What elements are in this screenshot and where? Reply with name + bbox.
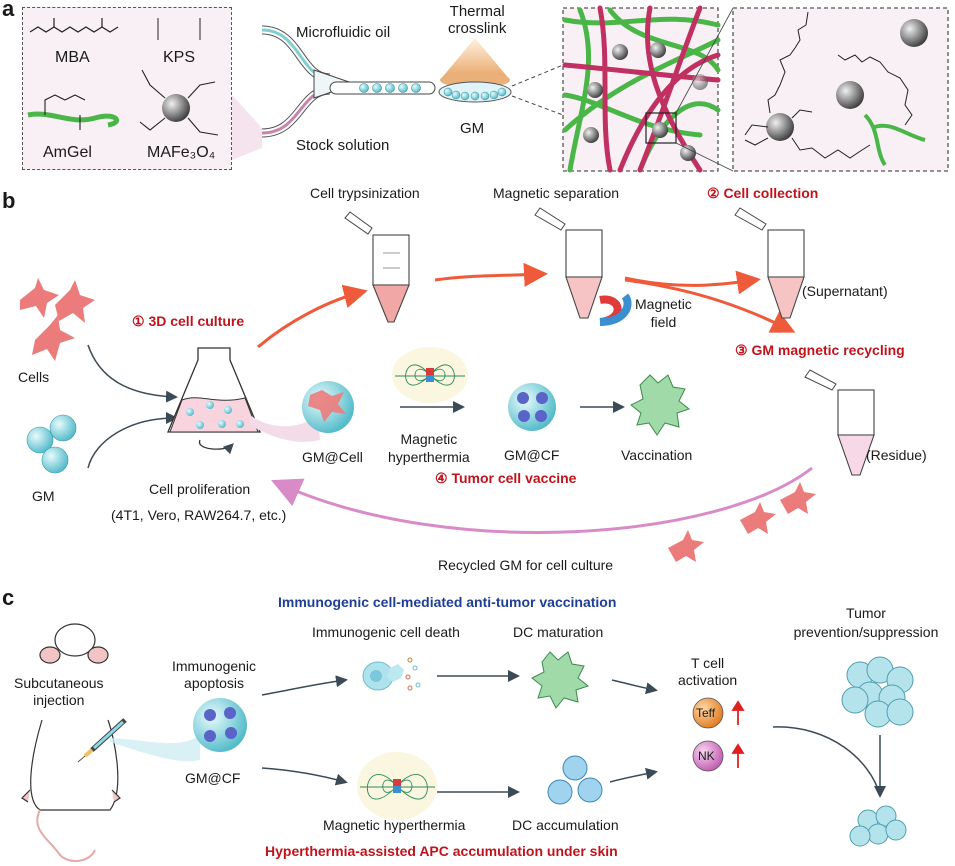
kps-label: KPS — [163, 49, 196, 66]
gm-cluster — [26, 414, 77, 474]
tumor-cluster — [841, 656, 914, 728]
cells-label: Cells — [18, 369, 50, 385]
amgel-chain — [27, 111, 120, 128]
tube-supernatant — [734, 207, 805, 319]
gm-cf-sphere-c — [193, 698, 247, 752]
panel-c-title-bottom: Hyperthermia-assisted APC accumulation u… — [265, 843, 618, 859]
tube-residue — [804, 369, 875, 476]
gm-label: GM — [32, 488, 55, 504]
magnetic-hyperthermia-label-c: Magnetic hyperthermia — [323, 817, 466, 833]
dc-accumulation-label: DC accumulation — [512, 817, 619, 833]
panel-c-letter: c — [2, 585, 15, 610]
panel-a-letter: a — [2, 0, 15, 21]
cell-proliferation-label: Cell proliferation — [149, 481, 251, 497]
step2-label: ② Cell collection — [707, 185, 819, 201]
magnet-blue — [599, 293, 632, 326]
chem-bonds — [744, 11, 913, 159]
cell-lines-label: (4T1, Vero, RAW264.7, etc.) — [111, 507, 287, 523]
gm-cf-label: GM@CF — [504, 447, 560, 463]
fe3o4-particle — [162, 94, 190, 122]
network-particles — [583, 42, 708, 161]
droplets — [359, 83, 421, 93]
supernatant-label: (Supernatant) — [802, 283, 888, 299]
culture-flask — [167, 347, 261, 455]
recycled-gm-label: Recycled GM for cell culture — [438, 557, 614, 573]
tube-trypsinization — [344, 211, 410, 323]
nk-cell — [692, 740, 724, 772]
gm-product-label: GM — [460, 120, 485, 137]
panel-c-title-top: Immunogenic cell-mediated anti-tumor vac… — [278, 594, 617, 610]
panel-b-letter: b — [2, 188, 16, 213]
kps-structure — [157, 18, 201, 40]
step3-label: ③ GM magnetic recycling — [735, 342, 905, 358]
recycled-cells — [668, 482, 816, 562]
syringe-icon — [77, 718, 127, 763]
teff-cell — [692, 697, 724, 729]
residue-label: (Residue) — [866, 447, 927, 463]
icd-label: Immunogenic cell death — [312, 624, 460, 640]
up-arrows — [731, 700, 745, 768]
gm-cell-label: GM@Cell — [302, 449, 363, 465]
magnetic-separation-label: Magnetic separation — [493, 185, 620, 201]
dc-maturation-label: DC maturation — [513, 624, 604, 640]
gm-cf-label-c: GM@CF — [185, 770, 241, 786]
suppressed-tumor — [849, 805, 907, 847]
mouse-illustration — [21, 623, 121, 862]
microfluidic-oil-label: Microfluidic oil — [296, 24, 391, 41]
tube-magnetic-separation — [534, 207, 603, 319]
vaccination-label: Vaccination — [621, 447, 693, 463]
vaccination-dc — [630, 374, 691, 436]
dc-accumulation-cells — [547, 755, 603, 805]
step4-label: ④ Tumor cell vaccine — [435, 470, 577, 486]
teff-label: Teff — [696, 706, 716, 720]
mba-label: MBA — [55, 49, 90, 66]
mafe3o4-label: MAFe₃O₄ — [147, 144, 216, 161]
thermal-cone — [440, 38, 510, 80]
stock-solution-label: Stock solution — [296, 137, 390, 154]
icd-cell — [362, 657, 421, 691]
step1-label: ① 3D cell culture — [132, 313, 245, 329]
mba-structure — [29, 18, 119, 33]
cells-cluster — [20, 278, 95, 361]
nk-label: NK — [698, 749, 715, 763]
amgel-label: AmGel — [43, 144, 92, 161]
cell-trypsinization-label: Cell trypsinization — [310, 185, 420, 201]
dc-maturation-cell — [531, 651, 590, 709]
